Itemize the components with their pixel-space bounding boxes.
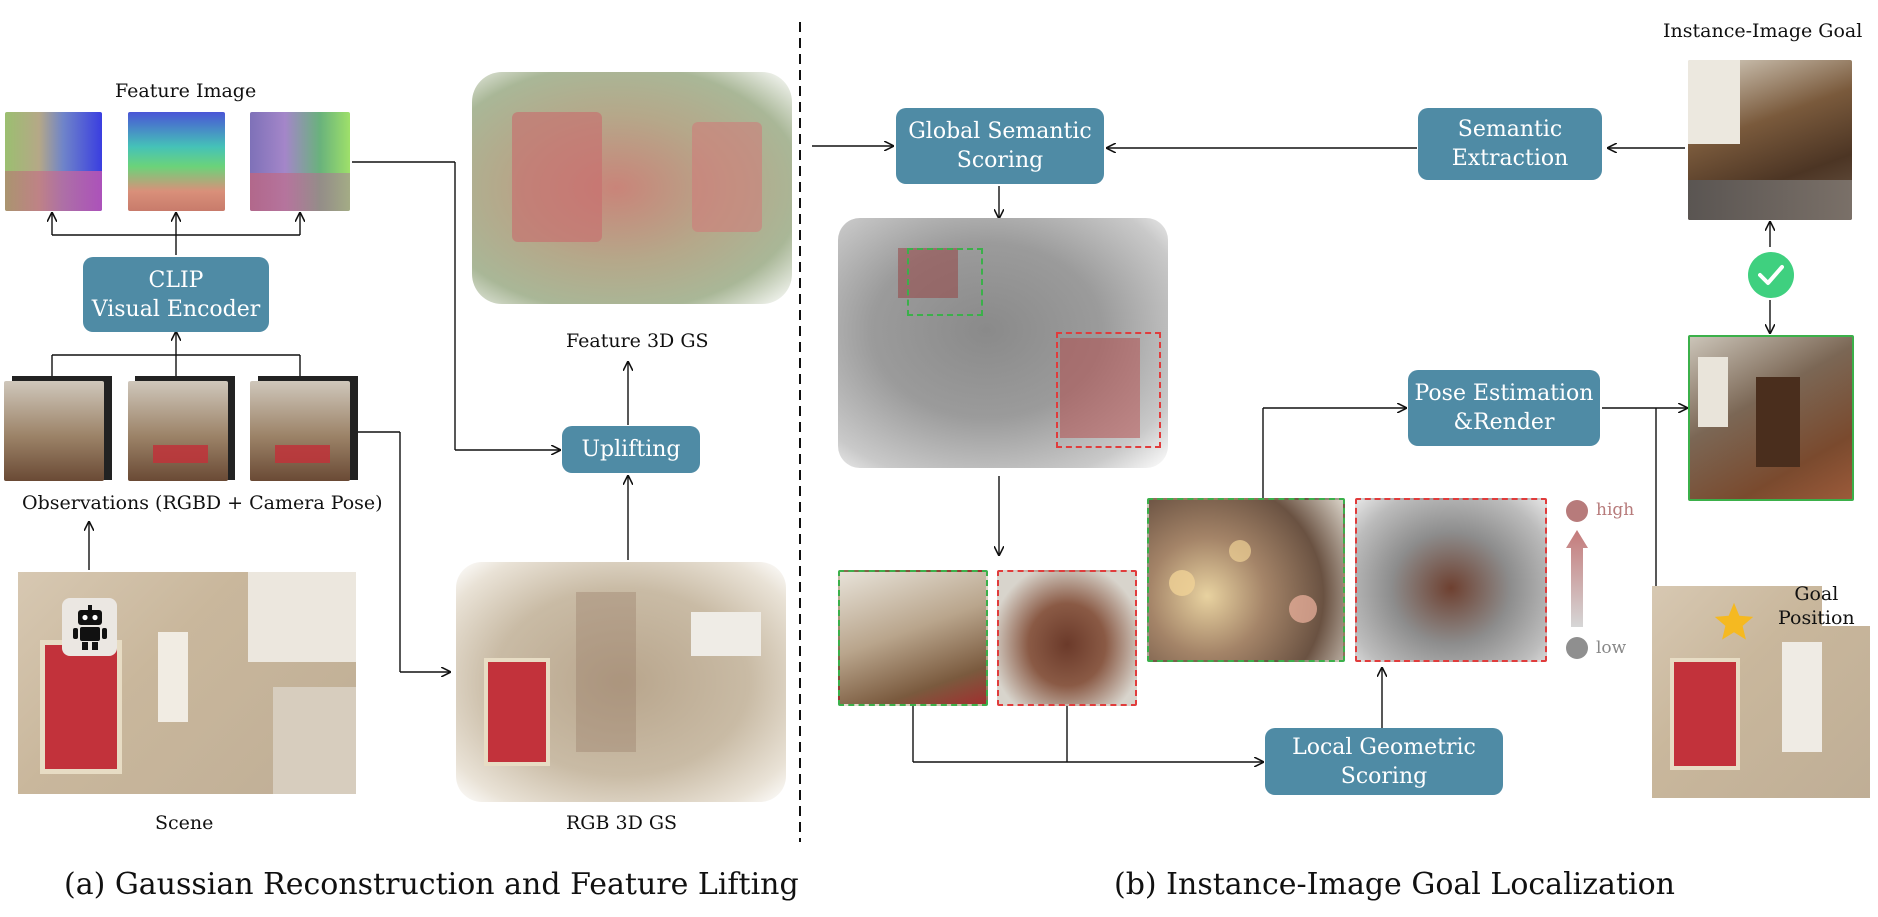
rendered-crop-red: [1355, 498, 1547, 662]
candidate-region-green: [907, 248, 983, 316]
semantic-line1: Semantic: [1457, 117, 1563, 142]
feature-3dgs-label: Feature 3D GS: [566, 330, 709, 352]
observations-label: Observations (RGBD + Camera Pose): [22, 492, 383, 514]
uplifting-box: Uplifting: [562, 426, 700, 473]
feature-3dgs-map: [472, 72, 792, 304]
global-semantic-scoring-box: Global Semantic Scoring: [896, 108, 1104, 184]
local-geometric-scoring-box: Local Geometric Scoring: [1265, 728, 1503, 795]
local-line2: Scoring: [1340, 763, 1428, 789]
feature-image-1: [5, 112, 102, 211]
semantic-score-map: [838, 218, 1168, 468]
observation-image-3: [250, 381, 350, 481]
high-low-arrow: [1566, 530, 1588, 627]
uplifting-label: Uplifting: [581, 437, 681, 462]
goal-position-label: Goal Position: [1778, 582, 1855, 630]
feature-image-label: Feature Image: [115, 80, 257, 102]
pose-estimation-render-box: Pose Estimation &Render: [1408, 370, 1600, 446]
instance-image-goal-label: Instance-Image Goal: [1663, 20, 1863, 42]
low-dot: [1566, 637, 1588, 659]
high-dot: [1566, 500, 1588, 522]
global-line1: Global Semantic: [908, 119, 1092, 144]
rendered-view-image: [1688, 335, 1854, 501]
pose-line1: Pose Estimation: [1414, 381, 1594, 406]
caption-a: (a) Gaussian Reconstruction and Feature …: [64, 867, 799, 902]
clip-line1: CLIP: [148, 267, 204, 293]
pose-line2: &Render: [1453, 410, 1555, 435]
feature-image-3: [250, 112, 350, 211]
rendered-crop-green: [1147, 498, 1345, 662]
goal-position-line2: Position: [1778, 607, 1855, 629]
check-icon: [1748, 252, 1794, 298]
scene-floorplan: [18, 572, 356, 794]
clip-line2: Visual Encoder: [91, 296, 261, 322]
low-label: low: [1596, 638, 1627, 658]
semantic-line2: Extraction: [1451, 146, 1569, 171]
goal-position-map: [1652, 586, 1870, 798]
high-label: high: [1596, 500, 1635, 520]
rgb-3dgs-map: [456, 562, 786, 802]
robot-icon: [62, 598, 117, 656]
clip-visual-encoder-box: CLIP Visual Encoder: [83, 257, 269, 332]
rgb-3dgs-label: RGB 3D GS: [566, 812, 678, 834]
goal-position-line1: Goal: [1794, 583, 1839, 605]
scene-label: Scene: [155, 812, 214, 834]
instance-image-goal: [1688, 60, 1852, 220]
local-line1: Local Geometric: [1292, 734, 1476, 760]
semantic-extraction-box: Semantic Extraction: [1418, 108, 1602, 180]
candidate-crop-green: [838, 570, 988, 706]
candidate-region-red: [1056, 332, 1161, 448]
star-icon: [1712, 600, 1756, 644]
global-line2: Scoring: [956, 148, 1044, 173]
observation-image-2: [128, 381, 228, 481]
candidate-crop-red: [997, 570, 1137, 706]
caption-b: (b) Instance-Image Goal Localization: [1114, 867, 1675, 902]
observation-image-1: [4, 381, 104, 481]
feature-image-2: [128, 112, 225, 211]
